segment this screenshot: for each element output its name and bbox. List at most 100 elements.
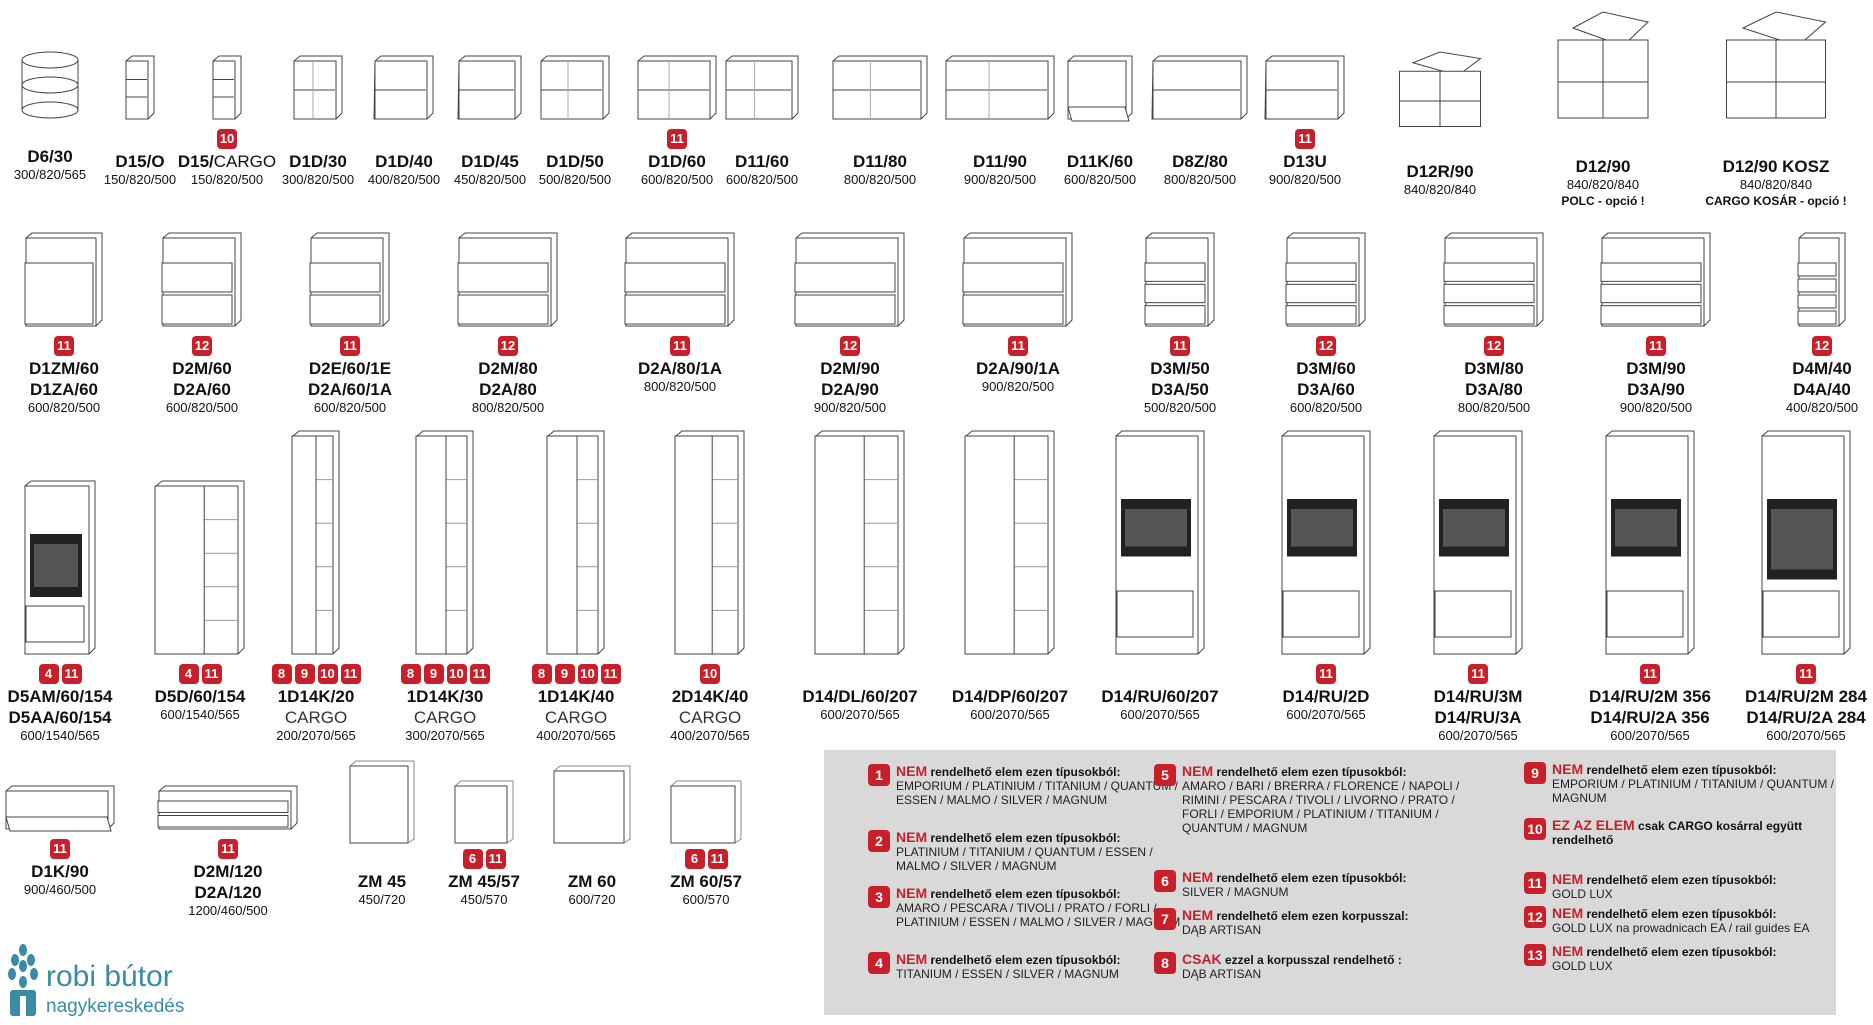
logo: robi bútor nagykereskedés [6, 942, 184, 1025]
legend-heading: NEM rendelhető elem ezen típusokból: [896, 885, 1121, 901]
cabinet-drawing [540, 55, 610, 120]
badge-group: 11 [1731, 664, 1873, 686]
cabinet-dimensions: 600/2070/565 [1438, 728, 1518, 743]
cabinet-dimensions: 600/820/500 [1289, 400, 1363, 415]
legend-number: 7 [1154, 908, 1176, 930]
cabinet-dimensions: 600/820/500 [165, 400, 239, 415]
cabinet-drawing [154, 480, 245, 655]
legend-item: 10 EZ AZ ELEM csak CARGO kosárral együtt… [1524, 818, 1844, 847]
cabinet-code: D2M/60 [172, 359, 232, 378]
cabinet-dimensions: 300/2070/565 [405, 728, 485, 743]
restriction-badge: 11 [54, 336, 74, 356]
cabinet-drawing [1433, 430, 1523, 655]
cabinet-code: D3M/50 [1150, 359, 1210, 378]
badge-group: 12 [1419, 336, 1569, 358]
cabinet-drawing [1726, 11, 1827, 119]
cabinet-drawing [125, 55, 155, 120]
cabinet-drawing [349, 760, 415, 844]
cabinet-drawing [637, 55, 717, 120]
cabinet-dimensions: 300/820/565 [13, 167, 87, 182]
cabinet-drawing [457, 55, 522, 120]
cabinet-code-alt: D14/RU/2A 356 [1590, 708, 1710, 727]
legend-number: 11 [1524, 872, 1546, 894]
badge-group: 12 [1747, 336, 1873, 358]
restriction-badge: 11 [201, 664, 222, 684]
cabinet-code-alt: D14/RU/2A 284 [1746, 708, 1866, 727]
legend-panel: 1 NEM rendelhető elem ezen típusokból: E… [824, 750, 1836, 1015]
cabinet-code-alt: D2A/80 [479, 380, 537, 399]
cabinet-code: D2M/80 [478, 359, 538, 378]
cabinet-code: 1D14K/30 [406, 687, 484, 706]
legend-item: 12 NEM rendelhető elem ezen típusokból: … [1524, 906, 1844, 935]
cabinet-code-alt: D3A/60 [1297, 380, 1355, 399]
cabinet-code: D11K/60 [1066, 152, 1134, 171]
cabinet-dimensions: 600/2070/565 [1610, 728, 1690, 743]
legend-heading: NEM rendelhető elem ezen korpusszal: [1182, 907, 1409, 923]
legend-number: 8 [1154, 952, 1176, 974]
restriction-badge: 8 [271, 664, 292, 684]
cabinet-dimensions: 600/1540/565 [160, 707, 240, 722]
cabinet-dimensions: 450/570 [460, 892, 508, 907]
legend-body: AMARO / BARI / BRERRA / FLORENCE / NAPOL… [1182, 779, 1460, 835]
cabinet-dimensions: 900/820/500 [981, 379, 1055, 394]
restriction-badge: 11 [1796, 664, 1816, 684]
badge-group: 11 [1403, 664, 1553, 686]
badge-group [1085, 664, 1235, 686]
cabinet-code: D3M/90 [1626, 359, 1686, 378]
cabinet-code-alt: D3A/80 [1465, 380, 1523, 399]
legend-item: 2 NEM rendelhető elem ezen típusokból: P… [868, 830, 1188, 873]
legend-number: 9 [1524, 762, 1546, 784]
cabinet-drawing [964, 430, 1055, 655]
restriction-badge: 11 [1468, 664, 1488, 684]
badge-group: 11 [0, 839, 135, 861]
cabinet-drawing [674, 430, 745, 655]
cabinet-dimensions: 400/820/500 [1785, 400, 1859, 415]
legend-body: GOLD LUX [1552, 887, 1613, 901]
cabinet-code: D4M/40 [1792, 359, 1852, 378]
cabinet-code: D14/RU/2M 284 [1745, 687, 1867, 706]
legend-heading: EZ AZ ELEM csak CARGO kosárral együtt re… [1552, 817, 1803, 847]
cabinet-dimensions: 600/2070/565 [970, 707, 1050, 722]
cabinet-drawing [1443, 232, 1544, 327]
legend-body: DĄB ARTISAN [1182, 923, 1262, 937]
badge-group: 11 [1581, 336, 1731, 358]
restriction-badge: 10 [700, 664, 720, 684]
cabinet-code: D2A/80/1A [637, 359, 723, 378]
logo-subtitle: nagykereskedés [46, 996, 185, 1017]
cabinet-note: CARGO KOSÁR - opció ! [1705, 194, 1847, 208]
cabinet-dimensions: 300/820/500 [281, 172, 355, 187]
cabinet-variant: CARGO [544, 708, 608, 727]
badge-group: 11 [0, 336, 139, 358]
cabinet-variant: CARGO [413, 708, 477, 727]
restriction-badge: 10 [446, 664, 467, 684]
restriction-badge: 11 [340, 336, 360, 356]
cabinet-code: D1ZM/60 [29, 359, 99, 378]
cabinet-code: D14/RU/2D [1282, 687, 1370, 706]
legend-body: GOLD LUX na prowadnicach EA / rail guide… [1552, 921, 1810, 935]
cabinet-code: D6/30 [27, 147, 73, 166]
badge-group: 12 [127, 336, 277, 358]
legend-heading: NEM rendelhető elem ezen típusokból: [896, 951, 1121, 967]
cabinet-dimensions: 600/570 [682, 892, 730, 907]
legend-heading: NEM rendelhető elem ezen típusokból: [1182, 763, 1407, 779]
cabinet-code-alt: D2A/120 [194, 883, 262, 902]
cabinet-dimensions: 600/2070/565 [1120, 707, 1200, 722]
badge-group: 11 [605, 336, 755, 358]
